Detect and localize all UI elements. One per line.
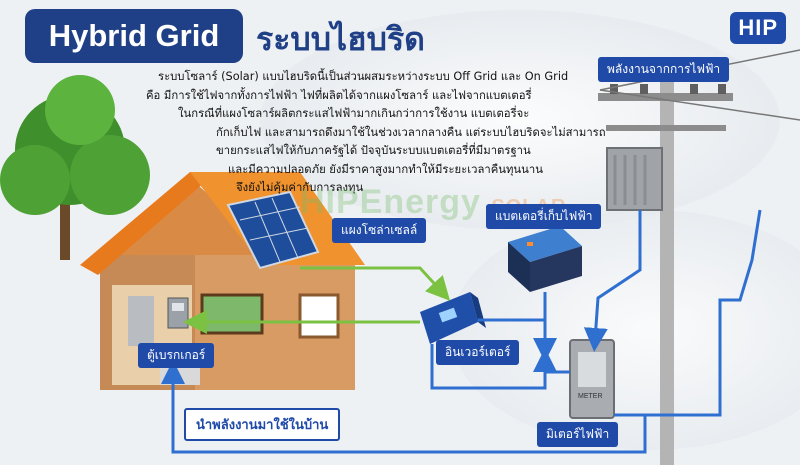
battery-label: แบตเตอรี่เก็บไฟฟ้า bbox=[486, 204, 602, 229]
watermark-logo: HIPEnergy SOLAR bbox=[300, 183, 566, 222]
breaker-box-illustration bbox=[167, 297, 189, 329]
brand-logo: HIP bbox=[730, 12, 786, 44]
description-line: ในกรณีที่แผงโซลาร์ผลิตกระแสไฟฟ้ามากเกินก… bbox=[178, 107, 530, 120]
description-line: ขายกระแสไฟให้กับภาครัฐได้ ปัจจุบันระบบแบ… bbox=[216, 144, 531, 157]
breaker-label: ตู้เบรกเกอร์ bbox=[138, 343, 215, 368]
description-line: คือ มีการใช้ไฟจากทั้งการไฟฟ้า ไฟที่ผลิตไ… bbox=[146, 88, 532, 102]
solar-panel-illustration bbox=[226, 190, 320, 270]
meter-illustration bbox=[569, 339, 615, 419]
power-pole-illustration bbox=[598, 49, 800, 465]
description-line: กักเก็บไฟ และสามารถดึงมาใช้ในช่วงเวลากลา… bbox=[216, 125, 606, 139]
page-title-thai: ระบบไฮบริด bbox=[256, 20, 425, 58]
inverter-label: อินเวอร์เตอร์ bbox=[436, 340, 520, 365]
page-title: Hybrid Grid bbox=[25, 9, 243, 63]
description-text: ระบบโซลาร์ (Solar) แบบไฮบริดนี้เป็นส่วนผ… bbox=[110, 68, 640, 198]
meter-device-text: METER bbox=[578, 393, 603, 400]
home-use-label: นำพลังงานมาใช้ในบ้าน bbox=[184, 408, 341, 441]
description-line: ระบบโซลาร์ (Solar) แบบไฮบริดนี้เป็นส่วนผ… bbox=[158, 70, 569, 83]
description-line: จึงยังไม่คุ้มค่ากับการลงทุน bbox=[236, 181, 364, 194]
solar-panel-label: แผงโซล่าเซลล์ bbox=[332, 218, 427, 243]
battery-illustration bbox=[508, 226, 582, 292]
tree-illustration bbox=[0, 75, 150, 260]
watermark-text: HIPEnergy bbox=[300, 183, 481, 221]
grid-power-label: พลังงานจากการไฟฟ้า bbox=[598, 57, 730, 82]
meter-label: มิเตอร์ไฟฟ้า bbox=[537, 422, 619, 447]
description-line: และมีความปลอดภัย ยังมีราคาสูงมากทำให้มีร… bbox=[228, 162, 543, 176]
